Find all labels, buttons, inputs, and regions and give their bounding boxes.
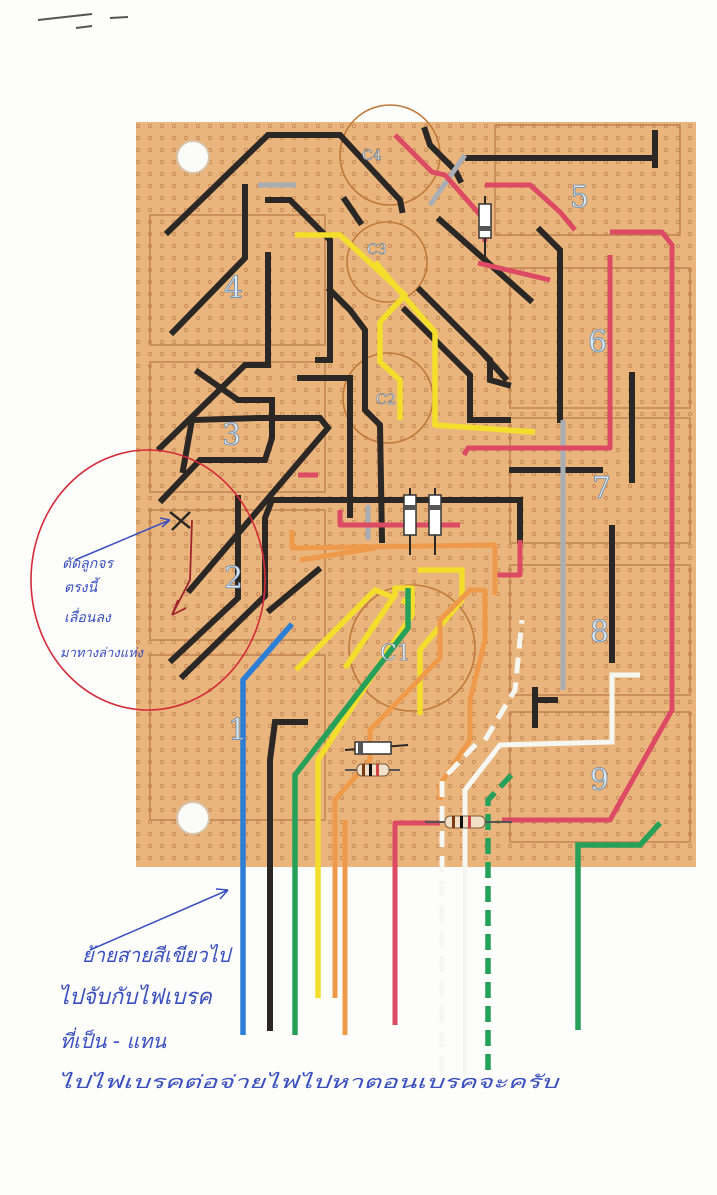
bottom-note-line-4: ไปไฟเบรคต่อจ่ายไฟไปหาตอนเบรคจะครับ (58, 1071, 560, 1093)
module-label-7: 7 (592, 471, 611, 506)
blue-wire (240, 622, 295, 1035)
diode-top-right (478, 196, 492, 258)
black-wires (155, 126, 658, 1031)
module-label-4: 4 (224, 271, 243, 306)
blue-pointer-arrow-bottom (89, 888, 229, 951)
capacitor-c4-label: C4 (362, 148, 382, 164)
module-label-6: 6 (588, 325, 607, 360)
resistor-bottom-left (345, 763, 400, 777)
bottom-annotation: ย้ายสายสีเขียวไป ไปจับกับไฟเบรค ที่เป็น … (58, 888, 560, 1093)
module-numbers: 1 2 3 4 5 6 7 8 9 (222, 180, 612, 799)
capacitor-c1-label: C1 (380, 641, 411, 666)
module-label-1: 1 (228, 713, 247, 748)
capacitor-c3-outline (346, 221, 428, 303)
left-note-line-2: ตรงนี้ (64, 577, 102, 596)
capacitor-labels: C4 C3 C2 C1 (362, 148, 411, 667)
red-arrow-annotation (171, 519, 193, 616)
bottom-note-line-1: ย้ายสายสีเขียวไป (82, 943, 234, 967)
module-label-2: 2 (224, 561, 243, 596)
mounting-holes (176, 140, 210, 835)
blue-pointer-arrow-left (74, 517, 171, 561)
cut-mark (169, 511, 191, 531)
green-wires (292, 588, 663, 1070)
module-label-9: 9 (590, 763, 609, 798)
left-note-line-3: เลื่อนลง (64, 607, 112, 626)
capacitor-c2-label: C2 (376, 392, 396, 408)
red-annotation-circle (30, 449, 266, 711)
components (344, 196, 512, 829)
scan-marks (37, 13, 129, 29)
capacitor-c3-label: C3 (367, 242, 387, 258)
left-note-line-1: ตัดลูกจร (62, 556, 114, 572)
bottom-note-line-2: ไปจับกับไฟเบรค (58, 984, 213, 1010)
module-label-3: 3 (222, 418, 241, 453)
left-note-line-4: มาทางล่างแห่ง (60, 646, 145, 661)
bottom-note-line-3: ที่เป็น - แทน (60, 1027, 167, 1053)
module-label-8: 8 (590, 615, 609, 650)
white-wires (439, 619, 640, 1075)
capacitor-c1-outline (348, 584, 476, 712)
left-annotation: ตัดลูกจร ตรงนี้ เลื่อนลง มาทางล่างแห่ง (30, 449, 266, 711)
diode-center-left (403, 488, 417, 555)
module-label-5: 5 (570, 180, 589, 215)
diode-bottom (344, 741, 409, 755)
resistor-bottom-right (425, 815, 512, 829)
diode-center-right (428, 488, 442, 555)
